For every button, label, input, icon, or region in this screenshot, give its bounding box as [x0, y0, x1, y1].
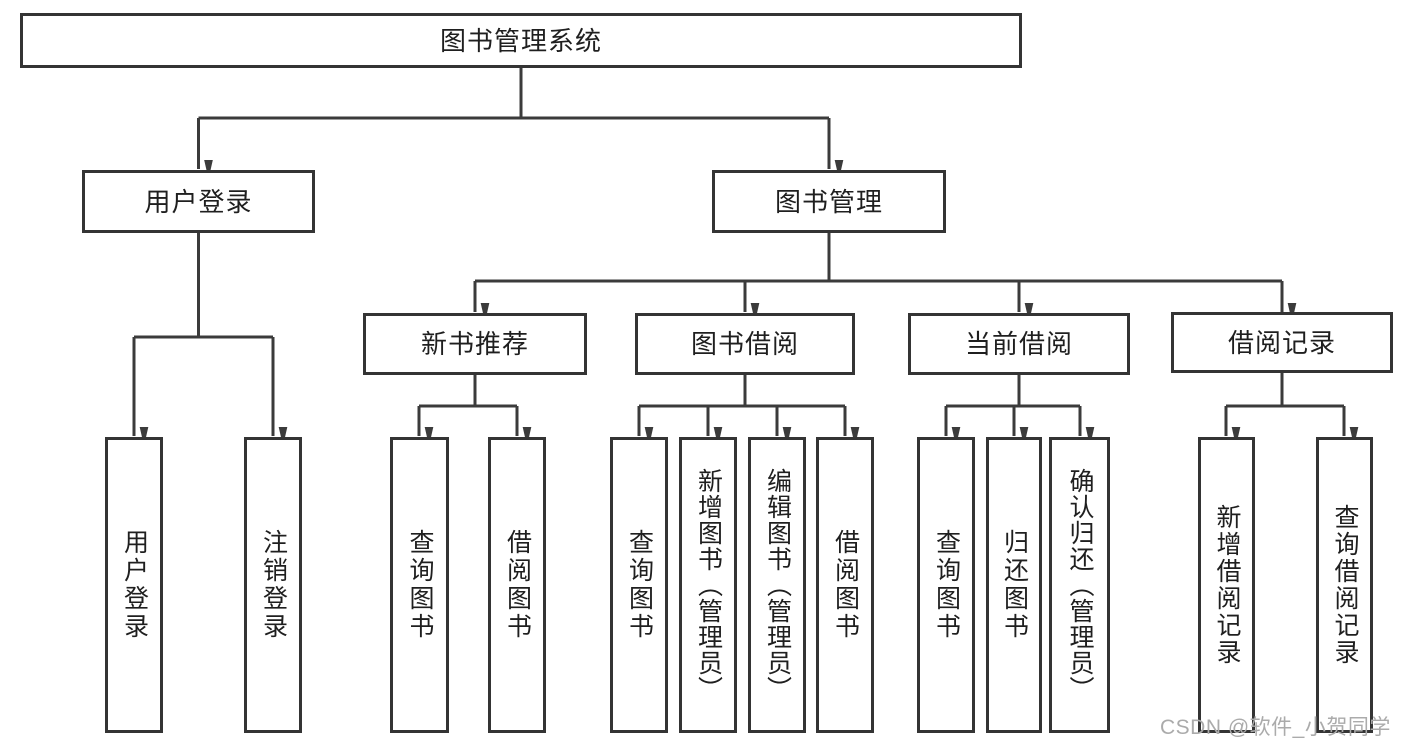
connector-current-borrow-split [944, 375, 1080, 436]
leaf-logout: 注销登录 [244, 437, 302, 733]
node-borrow-records: 借阅记录 [1171, 312, 1393, 373]
leaf-query-book-1: 查询图书 [390, 437, 449, 733]
leaf-user-login: 用户登录 [105, 437, 163, 733]
connector-borrow-records-split [1224, 373, 1344, 436]
node-book-management: 图书管理 [712, 170, 946, 233]
leaf-borrow-book-1: 借阅图书 [488, 437, 546, 733]
node-new-book-recommend: 新书推荐 [363, 313, 587, 375]
connector-root-split [197, 68, 830, 169]
leaf-add-borrow-record: 新增借阅记录 [1198, 437, 1255, 733]
connector-new-book-recommend-split [417, 375, 517, 436]
leaf-add-book-admin: 新增图书（管理员） [679, 437, 737, 733]
csdn-watermark: CSDN @软件_小贺同学 [1160, 716, 1391, 739]
leaf-query-borrow-record: 查询借阅记录 [1316, 437, 1373, 733]
leaf-return-book: 归还图书 [986, 437, 1042, 733]
node-current-borrow: 当前借阅 [908, 313, 1130, 375]
connector-book-borrow-split [637, 375, 845, 436]
leaf-query-book-2: 查询图书 [610, 437, 668, 733]
connector-user-login-split [132, 233, 273, 436]
connector-book-management-split [473, 233, 1282, 312]
node-root-system: 图书管理系统 [20, 13, 1022, 68]
leaf-edit-book-admin: 编辑图书（管理员） [748, 437, 806, 733]
leaf-borrow-book-2: 借阅图书 [816, 437, 874, 733]
node-user-login: 用户登录 [82, 170, 315, 233]
leaf-confirm-return-admin: 确认归还（管理员） [1049, 437, 1110, 733]
node-book-borrow: 图书借阅 [635, 313, 855, 375]
leaf-query-book-3: 查询图书 [917, 437, 975, 733]
